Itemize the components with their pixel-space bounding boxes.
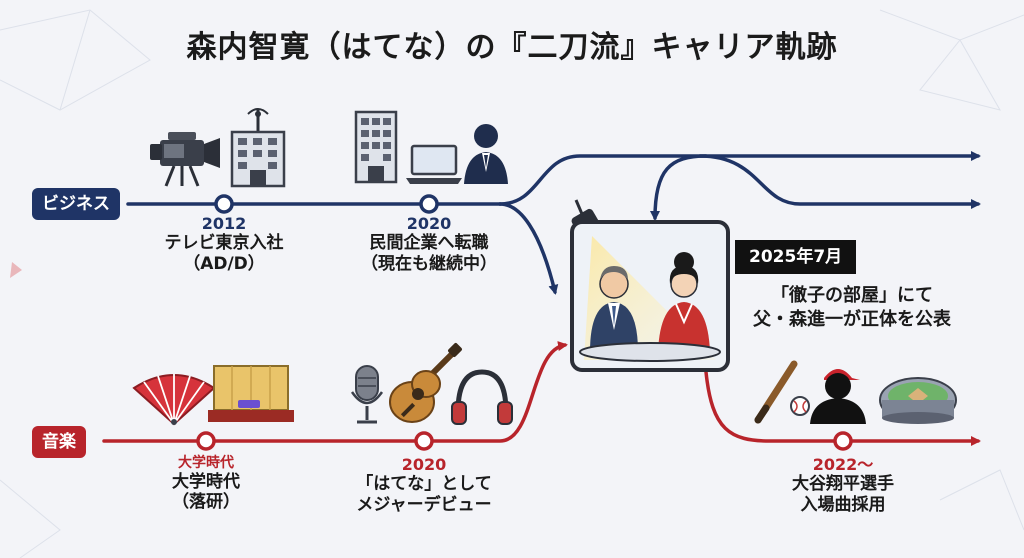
reveal-line-2: 父・森進一が正体を公表	[753, 309, 951, 331]
reveal-announcement: 「徹子の部屋」にて 父・森進一が正体を公表	[722, 284, 982, 333]
event-year: 2012	[201, 214, 247, 233]
node-business-2012	[214, 194, 234, 214]
event-music-university: 大学時代 大学時代 （落研）	[136, 455, 276, 513]
event-title: 大学時代	[172, 471, 240, 492]
event-year: 大学時代	[178, 455, 234, 471]
baseball-bat-icon	[754, 360, 810, 424]
background-network-decoration	[0, 9, 1024, 558]
tv-studio-icon	[570, 220, 730, 372]
event-title: 大谷翔平選手	[792, 474, 894, 495]
event-subtitle: メジャーデビュー	[356, 494, 492, 515]
rakugo-stage-icon	[208, 365, 294, 422]
track-label-business: ビジネス	[32, 188, 120, 220]
event-music-2020: 2020 「はてな」として メジャーデビュー	[334, 455, 514, 515]
video-camera-icon	[150, 132, 220, 187]
reveal-date-badge: 2025年7月	[735, 240, 857, 274]
node-business-2020	[419, 194, 439, 214]
event-subtitle: 入場曲採用	[800, 494, 886, 515]
event-subtitle: （AD/D）	[183, 253, 265, 274]
page-title: 森内智寛（はてな）の『二刀流』キャリア軌跡	[186, 30, 838, 65]
event-music-2022: 2022～ 大谷翔平選手 入場曲採用	[763, 455, 923, 515]
event-subtitle: （現在も継続中）	[361, 253, 497, 274]
node-music-2020	[414, 431, 434, 451]
node-music-university	[196, 431, 216, 451]
music-track-line	[102, 341, 981, 446]
folding-fan-icon	[132, 374, 216, 426]
event-business-2012: 2012 テレビ東京入社 （AD/D）	[144, 214, 304, 274]
guitar-icon	[389, 343, 462, 423]
event-title: テレビ東京入社	[164, 233, 284, 254]
stadium-icon	[879, 377, 957, 424]
microphone-icon	[350, 365, 384, 424]
headphones-icon	[451, 369, 513, 425]
track-label-music: 音楽	[32, 426, 86, 458]
event-business-2020: 2020 民間企業へ転職 （現在も継続中）	[339, 214, 519, 274]
event-subtitle: （落研）	[172, 492, 240, 513]
event-title: 「はてな」として	[356, 474, 492, 495]
decorative-triangle	[10, 262, 22, 278]
event-title: 民間企業へ転職	[369, 233, 489, 254]
node-music-2022	[833, 431, 853, 451]
event-year: 2022～	[812, 455, 874, 474]
baseball-player-icon	[810, 369, 866, 424]
event-year: 2020	[406, 214, 452, 233]
office-building-icon	[354, 110, 398, 184]
event-year: 2020	[401, 455, 447, 474]
businessman-icon	[464, 124, 508, 184]
laptop-icon	[406, 144, 462, 184]
tv-station-building-icon	[230, 108, 286, 188]
reveal-line-1: 「徹子の部屋」にて	[771, 285, 933, 306]
